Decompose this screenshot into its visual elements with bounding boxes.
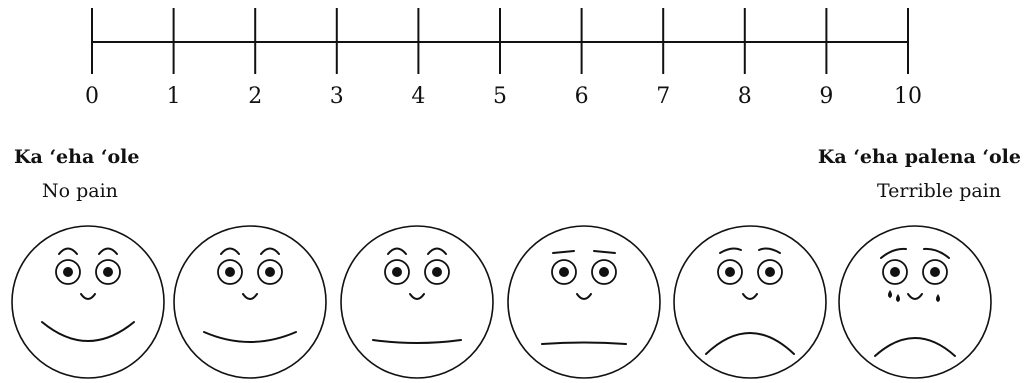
nose <box>81 294 95 299</box>
face-outline <box>174 226 326 378</box>
mouth <box>875 338 955 356</box>
pupil <box>559 267 569 277</box>
mouth <box>706 333 794 354</box>
face-1 <box>12 226 164 378</box>
terrible-pain-label-english: Terrible pain <box>877 180 1001 202</box>
left-eyebrow <box>221 249 239 255</box>
pupil <box>63 267 73 277</box>
left-eyebrow <box>553 251 574 253</box>
no-pain-label-english: No pain <box>42 180 118 202</box>
tear-drop <box>888 290 892 298</box>
nose <box>908 294 922 299</box>
face-2 <box>174 226 326 378</box>
nose <box>243 294 257 299</box>
pupil <box>930 267 940 277</box>
left-eyebrow <box>388 249 406 255</box>
scale-tick-label-6: 6 <box>575 84 589 109</box>
nose <box>743 294 757 299</box>
scale-tick-label-3: 3 <box>330 84 344 109</box>
pupil <box>103 267 113 277</box>
scale-tick-label-0: 0 <box>85 84 99 109</box>
mouth <box>373 340 461 343</box>
scale-tick-label-5: 5 <box>493 84 507 109</box>
left-eyebrow <box>720 249 741 253</box>
nose <box>577 294 591 299</box>
scale-tick-label-10: 10 <box>894 84 922 109</box>
scale-tick-label-1: 1 <box>167 84 181 109</box>
face-3 <box>341 226 493 378</box>
right-eyebrow <box>428 249 446 255</box>
no-pain-label-hawaiian: Ka ‘eha ‘ole <box>14 146 139 168</box>
mouth <box>542 343 626 345</box>
pupil <box>765 267 775 277</box>
pupil <box>432 267 442 277</box>
scale-tick-label-4: 4 <box>411 84 425 109</box>
left-eyebrow <box>881 249 906 258</box>
face-5 <box>674 226 826 378</box>
terrible-pain-label-hawaiian: Ka ‘eha palena ‘ole <box>818 146 1021 168</box>
mouth <box>42 322 134 341</box>
face-outline <box>341 226 493 378</box>
scale-tick-label-7: 7 <box>656 84 670 109</box>
right-eyebrow <box>261 249 279 255</box>
scale-tick-label-9: 9 <box>819 84 833 109</box>
scale-tick-label-8: 8 <box>738 84 752 109</box>
face-6 <box>839 226 991 378</box>
pupil <box>599 267 609 277</box>
right-eyebrow <box>759 249 780 253</box>
face-outline <box>508 226 660 378</box>
pupil <box>890 267 900 277</box>
face-outline <box>12 226 164 378</box>
right-eyebrow <box>99 249 117 255</box>
right-eyebrow <box>924 249 949 258</box>
pupil <box>392 267 402 277</box>
pupil <box>265 267 275 277</box>
left-eyebrow <box>59 249 77 255</box>
mouth <box>204 332 296 342</box>
face-4 <box>508 226 660 378</box>
right-eyebrow <box>594 251 615 253</box>
tear-drop <box>896 294 900 302</box>
nose <box>410 294 424 299</box>
pupil <box>225 267 235 277</box>
tear-drop <box>936 294 940 302</box>
face-outline <box>674 226 826 378</box>
scale-tick-label-2: 2 <box>248 84 262 109</box>
face-outline <box>839 226 991 378</box>
pupil <box>725 267 735 277</box>
